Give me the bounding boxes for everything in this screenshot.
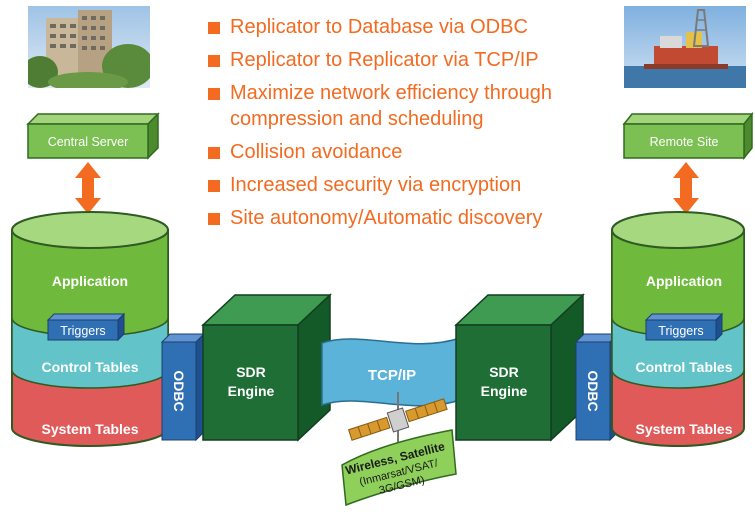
left-sdr-engine-block: SDR Engine xyxy=(201,293,332,442)
sdr-label: SDR xyxy=(236,364,266,380)
bullet-square-icon xyxy=(208,180,220,192)
central-server-label: Central Server xyxy=(48,135,129,149)
wireless-line-2: (Inmarsat/VSAT/ xyxy=(358,457,440,488)
feature-item: Increased security via encryption xyxy=(206,172,606,198)
left-double-arrow xyxy=(75,162,101,214)
remote-site-label: Remote Site xyxy=(650,135,719,149)
feature-item: Site autonomy/Automatic discovery xyxy=(206,205,606,231)
bullet-square-icon xyxy=(208,147,220,159)
feature-item: Replicator to Replicator via TCP/IP xyxy=(206,47,606,73)
application-layer-label: Application xyxy=(52,273,128,289)
tcp-ip-label: TCP/IP xyxy=(368,367,416,384)
central-server-box: Central Server xyxy=(26,112,160,160)
engine-label: Engine xyxy=(481,383,528,399)
engine-label: Engine xyxy=(228,383,275,399)
right-odbc-connector: ODBC xyxy=(574,332,620,442)
right-triggers-box: Triggers xyxy=(644,312,724,342)
feature-item: Collision avoidance xyxy=(206,139,606,165)
satellite-icon xyxy=(347,392,448,458)
triggers-label: Triggers xyxy=(658,324,703,338)
bullet-square-icon xyxy=(208,55,220,67)
wireless-link-label-box: Wireless, Satellite (Inmarsat/VSAT/ 3G/G… xyxy=(341,429,457,507)
wireless-line-3: 3G/GSM) xyxy=(378,474,426,497)
right-sdr-engine-block: SDR Engine xyxy=(454,293,585,442)
feature-item: Replicator to Database via ODBC xyxy=(206,14,606,40)
triggers-label: Triggers xyxy=(60,324,105,338)
left-database-cylinder: Application Control Tables System Tables xyxy=(11,211,169,447)
bullet-square-icon xyxy=(208,22,220,34)
office-building-photo xyxy=(28,6,150,88)
wireless-line-1: Wireless, Satellite xyxy=(344,439,447,477)
odbc-label: ODBC xyxy=(585,370,601,411)
odbc-label: ODBC xyxy=(171,370,187,411)
right-double-arrow xyxy=(673,162,699,214)
control-tables-label: Control Tables xyxy=(42,359,139,375)
bullet-square-icon xyxy=(208,213,220,225)
system-tables-label: System Tables xyxy=(41,421,138,437)
remote-site-box: Remote Site xyxy=(622,111,754,161)
left-triggers-box: Triggers xyxy=(46,312,126,342)
feature-item: Maximize network efficiency through comp… xyxy=(206,80,602,132)
sdr-label: SDR xyxy=(489,364,519,380)
left-odbc-connector: ODBC xyxy=(160,332,206,442)
control-tables-label: Control Tables xyxy=(636,359,733,375)
bullet-square-icon xyxy=(208,88,220,100)
offshore-platform-photo xyxy=(624,6,746,88)
application-layer-label: Application xyxy=(646,273,722,289)
system-tables-label: System Tables xyxy=(635,421,732,437)
feature-list: Replicator to Database via ODBC Replicat… xyxy=(206,14,606,238)
right-database-cylinder: Application Control Tables System Tables xyxy=(611,211,745,447)
tcp-ip-banner: TCP/IP xyxy=(321,336,461,407)
